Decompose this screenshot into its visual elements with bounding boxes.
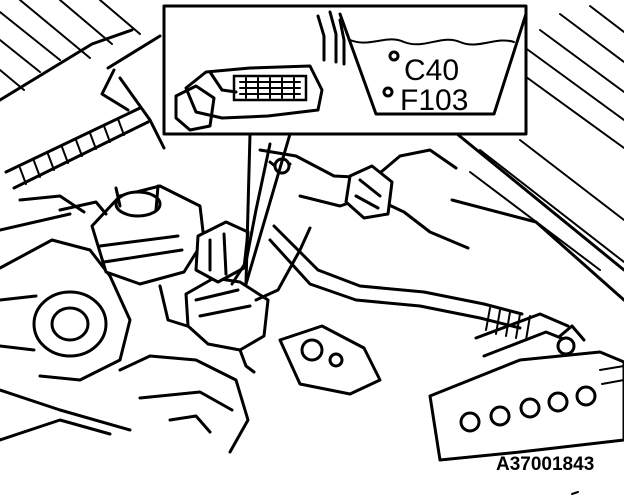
sensor-harness: [268, 224, 576, 358]
callout-inset: C40 F103: [162, 4, 528, 136]
callout-label-c40: C40: [404, 54, 459, 87]
left-mechanism: [0, 194, 132, 432]
corner-mark: [571, 491, 579, 495]
connector-detail: [174, 10, 346, 132]
sensor-connector-assembly: [184, 142, 312, 374]
brake-reservoir: [58, 184, 206, 332]
fender-hatching: [438, 5, 624, 302]
lower-pipework: [0, 354, 250, 454]
body-panel-hatching: [0, 0, 166, 150]
callout-leader: [244, 132, 292, 286]
wiring-loom-upper: [4, 106, 150, 190]
battery: [428, 324, 624, 462]
reservoir-symbol: [338, 12, 528, 116]
engine-block: [258, 148, 470, 396]
callout-label-f103: F103: [400, 84, 468, 117]
figure-reference-number: A37001843: [496, 454, 594, 475]
